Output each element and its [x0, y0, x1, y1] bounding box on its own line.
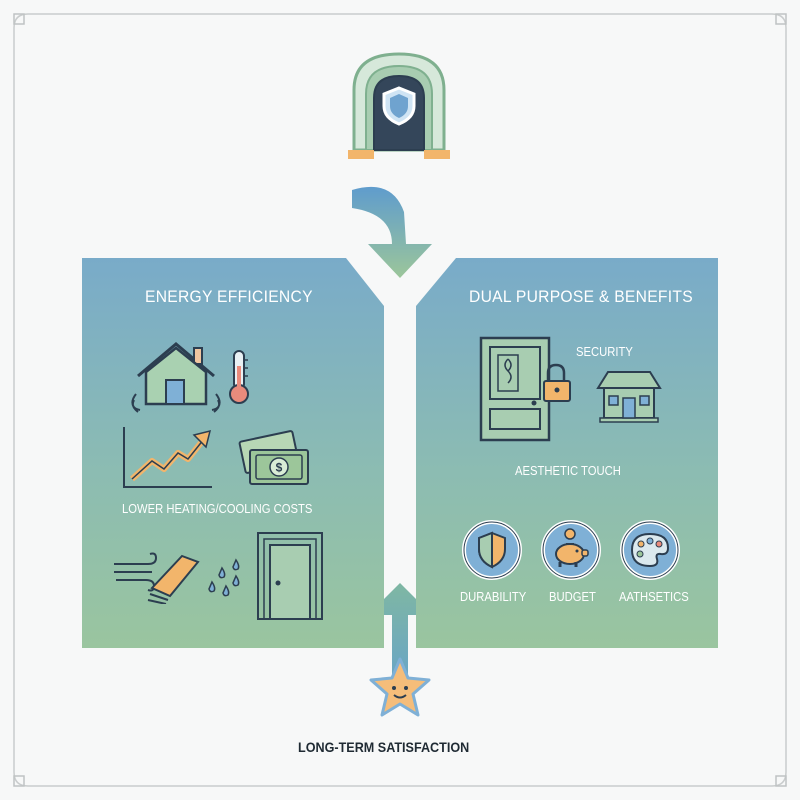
rising-chart-icon — [123, 427, 212, 488]
dual-purpose-panel — [416, 258, 718, 648]
security-label: SECURITY — [576, 345, 633, 359]
piggy-bank-icon — [541, 520, 601, 580]
lower-costs-caption: LOWER HEATING/COOLING COSTS — [122, 502, 313, 516]
svg-text:$: $ — [276, 461, 283, 475]
palette-icon — [620, 520, 680, 580]
aathsetics-label: AATHSETICS — [619, 590, 689, 604]
smiling-star-icon — [369, 657, 431, 717]
insulated-door-icon — [257, 532, 323, 620]
wind-insulation-icon — [114, 552, 200, 604]
durability-label: DURABILITY — [460, 590, 527, 604]
water-drops-icon — [208, 558, 240, 597]
secure-door-icon — [348, 52, 450, 159]
energy-efficiency-title: ENERGY EFFICIENCY — [145, 287, 313, 306]
long-term-satisfaction-label: LONG-TERM SATISFACTION — [298, 739, 470, 755]
small-house-icon — [596, 371, 662, 423]
house-icon — [131, 342, 221, 413]
locked-door-icon — [479, 336, 571, 442]
aesthetic-touch-label: AESTHETIC TOUCH — [515, 464, 621, 478]
money-bills-icon: $ — [238, 430, 309, 485]
thermometer-icon — [229, 350, 249, 404]
dual-purpose-title: DUAL PURPOSE & BENEFITS — [469, 287, 693, 306]
budget-label: BUDGET — [549, 590, 596, 604]
shield-icon — [462, 520, 522, 580]
